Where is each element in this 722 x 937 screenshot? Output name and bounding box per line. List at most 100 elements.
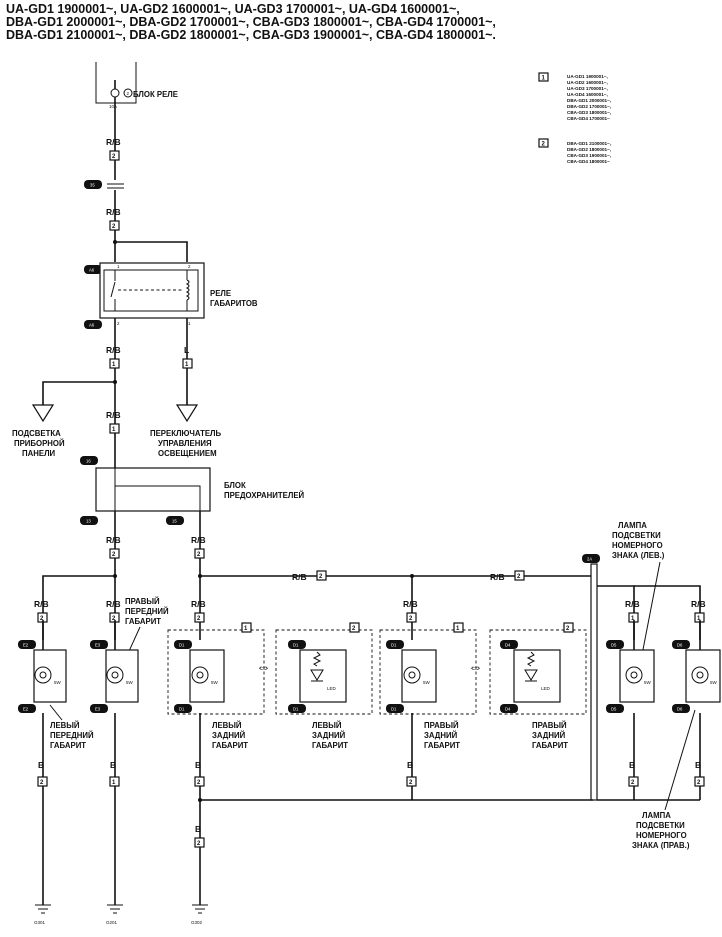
rear-left-l2: ЗАДНИЙ	[212, 731, 246, 740]
lamp-rl-watt: 5W	[211, 680, 219, 685]
relay-connector-bot-id: A6	[89, 323, 95, 328]
rear-left-l3: ГАБАРИТ	[212, 741, 248, 750]
wire-marker-6-num: 2	[112, 552, 116, 558]
dash-light-l3: ПАНЕЛИ	[22, 449, 56, 458]
bus-marker-1-num: 2	[319, 574, 323, 580]
resistor-icon	[312, 651, 322, 667]
dash-light-l1: ПОДСВЕТКА	[12, 429, 61, 438]
rear-left-l1: ЛЕВЫЙ	[212, 721, 242, 730]
front-right-l3: ГАБАРИТ	[125, 617, 161, 626]
fuse-block-link	[114, 468, 201, 511]
lamp-rl-led-connector-bot-id: D1	[293, 707, 299, 712]
lamp-rl-box	[189, 649, 225, 703]
junction-dot-1	[113, 240, 117, 244]
wire-label-rb-6: R/B	[191, 535, 206, 545]
wire-label-b-3: B	[195, 760, 201, 770]
wire-marker-b3	[194, 776, 205, 787]
wire-marker-10	[194, 612, 205, 623]
light-switch-l2: УПРАВЛЕНИЯ	[158, 439, 212, 448]
alt-arrow-icon-1: ⇔	[256, 659, 271, 676]
relay-connector-bot	[84, 320, 102, 329]
lamp-fr-watt: 5W	[126, 680, 134, 685]
lamp-rl-connector-id: D1	[179, 643, 185, 648]
legend-marker-2-num: 2	[542, 142, 546, 148]
wire-label-b-1: B	[38, 760, 44, 770]
lamp-rr-group-frame	[379, 629, 477, 715]
wire-marker-6	[109, 548, 120, 559]
lamp-plate-right: D6 5W D6	[672, 640, 721, 713]
relay-block-label: БЛОК РЕЛЕ	[133, 90, 178, 99]
lamp-fr-connector-id: E3	[95, 643, 101, 648]
legend-g1-l6: DBA-GD2 1700001~,	[567, 104, 611, 109]
lamp-rr-connector-bot-id: D1	[391, 707, 397, 712]
wire-label-rb-9: R/B	[191, 599, 206, 609]
lamp-rr-led-connector-bot	[500, 704, 518, 713]
bulb-icon	[403, 666, 421, 684]
wire-marker-4-num: 1	[185, 362, 189, 368]
wire-marker-b6	[694, 776, 705, 787]
wire-label-rb-5: R/B	[106, 535, 121, 545]
plate-right-l4: ЗНАКА (ПРАВ.)	[632, 841, 690, 850]
wire-relay-coil-feed	[115, 241, 188, 262]
wire-marker-11-num: 2	[409, 616, 413, 622]
relay-coil-icon	[185, 279, 190, 301]
lamp-rl-connector	[174, 640, 192, 649]
legend-g2-l1: DBA-GD1 2100001~,	[567, 141, 611, 146]
lamp-fr-connector-bot	[90, 704, 108, 713]
fuse-icon	[110, 88, 120, 98]
wire-label-b-4: B	[407, 760, 413, 770]
lamp-fr-connector-bot-id: E3	[95, 707, 101, 712]
lamp-rl-led-box	[299, 649, 347, 703]
wire-label-b-2: B	[110, 760, 116, 770]
wire-marker-1	[109, 150, 120, 161]
lamp-rl-connector-bot-id: D1	[179, 707, 185, 712]
dash-light-l2: ПРИБОРНОЙ	[14, 439, 65, 448]
lamp-fl-connector-bot-id: E2	[23, 707, 29, 712]
bulb-icon	[34, 666, 52, 684]
legend-g1-l1: UA-GD1 1900001~,	[567, 74, 608, 79]
wire-marker-7-num: 2	[197, 552, 201, 558]
rear-left-led-l3: ГАБАРИТ	[312, 741, 348, 750]
lamp-pr-connector	[672, 640, 690, 649]
lamp-fl-box	[33, 649, 67, 703]
legend-g2-l3: CBA-GD3 1900001~,	[567, 153, 611, 158]
lamp-front-right: E3 5W E3	[90, 640, 139, 713]
wire-marker-b2-num: 1	[112, 780, 116, 786]
alt-arrow-icon-2: ⇔	[468, 659, 483, 676]
bulb-icon	[106, 666, 124, 684]
lamp-pl-connector-id: D5	[611, 643, 617, 648]
wire-marker-b7	[194, 837, 205, 848]
wire-label-rb-4: R/B	[106, 410, 121, 420]
fuse-number: 2	[127, 91, 130, 96]
lamp-rl-led-connector	[288, 640, 306, 649]
tail-relay: A6 1 2 РЕЛЕ ГАБАРИТОВ A6 2 1	[84, 262, 258, 329]
lamp-rr-led-connector	[500, 640, 518, 649]
lamp-pl-watt: 5W	[644, 680, 652, 685]
rear-left-led-l2: ЗАДНИЙ	[312, 731, 346, 740]
wire-marker-b4-num: 2	[409, 780, 413, 786]
front-left-l1: ЛЕВЫЙ	[50, 721, 80, 730]
wire-plate-right-feed	[634, 585, 701, 640]
wire-marker-b6-num: 2	[697, 780, 701, 786]
lamp-rl-led-frame	[275, 629, 373, 715]
rear-right-l3: ГАБАРИТ	[424, 741, 460, 750]
junction-dot-6	[198, 798, 202, 802]
wire-marker-7	[194, 548, 205, 559]
rear-right-led-l2: ЗАДНИЙ	[532, 731, 566, 740]
front-right-l1: ПРАВЫЙ	[125, 597, 160, 606]
wire-marker-b5-num: 2	[631, 780, 635, 786]
ground-icon	[107, 904, 123, 914]
connector-fusebox: 35	[84, 180, 124, 189]
rear-right-led-l1: ПРАВЫЙ	[532, 721, 567, 730]
lamp-rl-connector-bot	[174, 704, 192, 713]
lamp-rl-group-marker	[241, 622, 252, 633]
front-left-pointer	[49, 704, 63, 721]
lamp-rl-led-num: 2	[352, 626, 356, 632]
relay-label-2: ГАБАРИТОВ	[210, 299, 258, 308]
relay-pin-2: 2	[188, 264, 191, 269]
plate-left-l4: ЗНАКА (ЛЕВ.)	[612, 551, 665, 560]
connector-fusebox-tag	[84, 180, 102, 189]
plate-left-l3: НОМЕРНОГО	[612, 541, 663, 550]
lamp-fl-watt: 5W	[54, 680, 62, 685]
